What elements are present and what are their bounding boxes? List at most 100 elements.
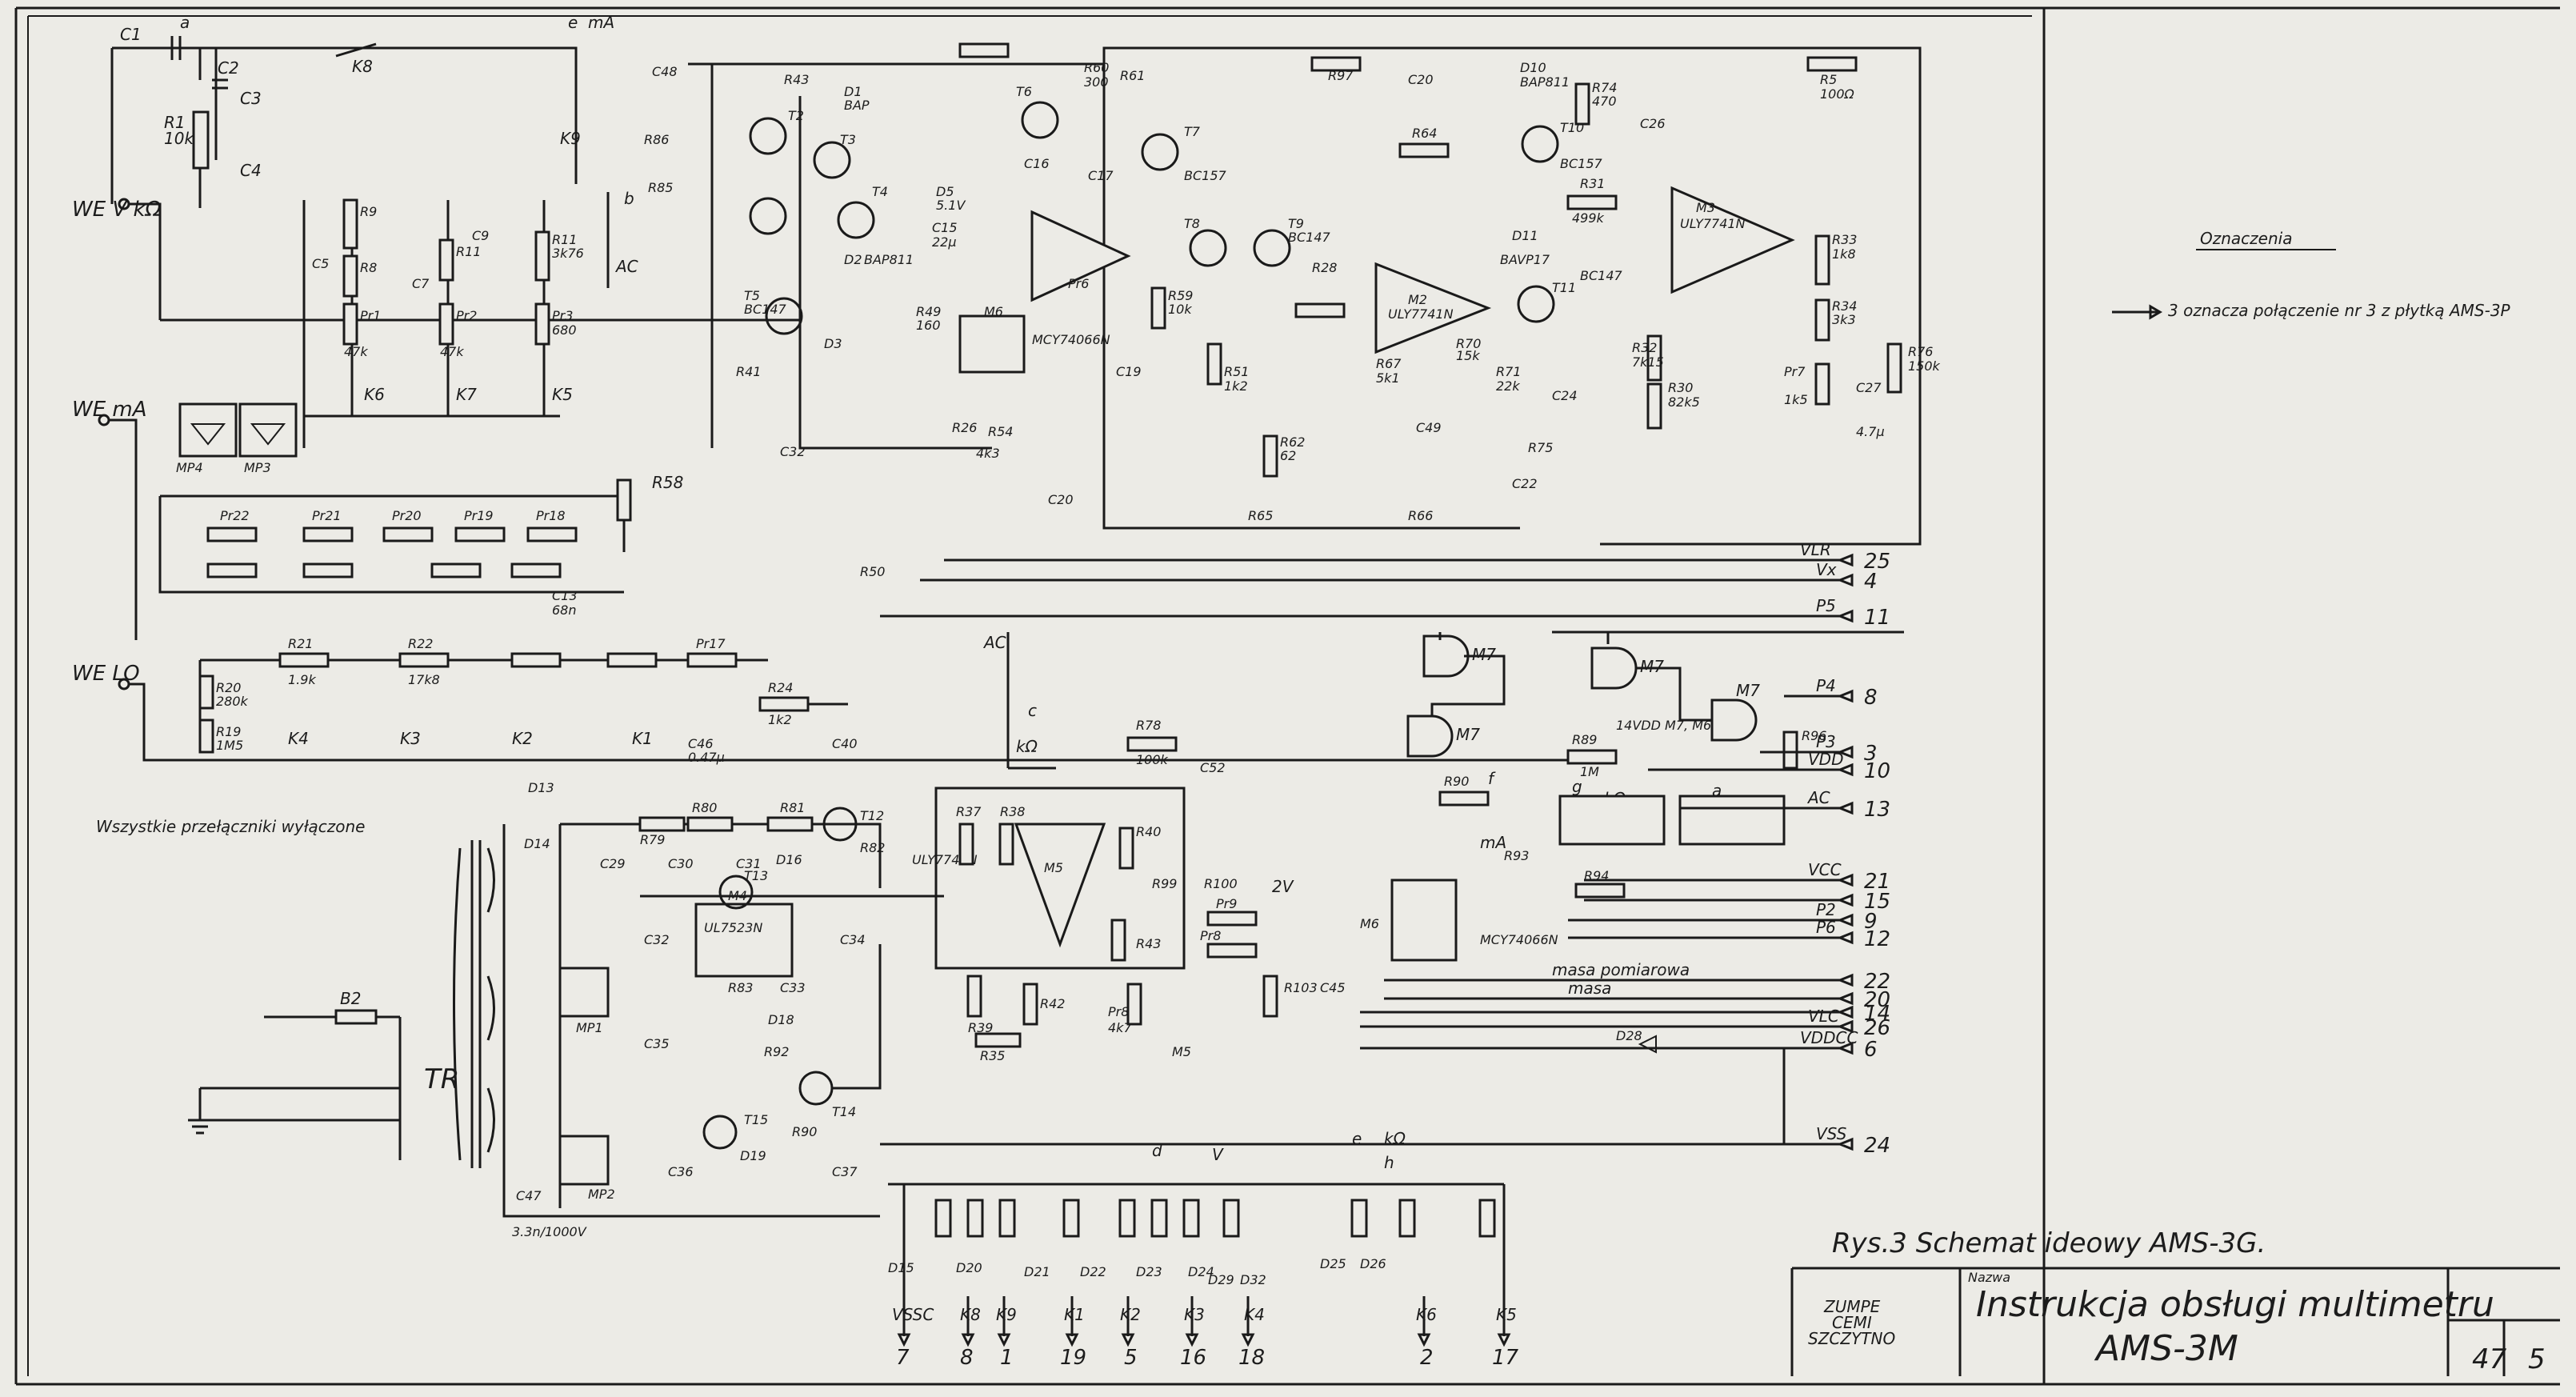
k9-ref: K9 — [560, 129, 581, 148]
t9-ref: T9 — [1288, 216, 1304, 231]
label-switch-a: a — [180, 13, 190, 32]
pot-pr8 — [1126, 983, 1142, 1026]
right-connector: VLR 25 Vx 4 P5 11 P4 8 P3 3 VDD 10 AC 13… — [880, 540, 1890, 1158]
r76-ref: R76 — [1908, 344, 1933, 359]
opamp-m5 — [1014, 823, 1106, 948]
d5-ref: D5 — [936, 184, 954, 199]
mp3-ref: MP4 — [176, 460, 203, 475]
k2-ref: K2 — [512, 729, 533, 748]
resistor-r9 — [438, 238, 454, 282]
label-ma-top: mA — [588, 13, 614, 32]
resistor-r5 — [1806, 56, 1858, 72]
bnet-k4: K4 — [1244, 1305, 1265, 1324]
resistor-r33-low — [974, 1032, 1022, 1048]
r8-ref: R9 — [360, 204, 377, 219]
r92-ref: R86 — [644, 132, 669, 147]
resistor-r7 — [342, 254, 358, 298]
r78-ref: R78 — [1136, 718, 1161, 733]
pot-pr19 — [302, 526, 354, 542]
resistor-r100 — [1262, 975, 1278, 1018]
r61-value: 62 — [1280, 448, 1296, 463]
gate-m7-c — [1590, 646, 1638, 690]
pin-12: 12 — [1864, 927, 1890, 951]
c46-ref: C46 — [688, 736, 714, 751]
r31-value: 7k15 — [1632, 354, 1664, 370]
label-switch-e2: e — [1352, 1129, 1362, 1148]
r97-ref: R99 — [1152, 876, 1177, 891]
bnet-k2: K2 — [1120, 1305, 1141, 1324]
r84-ref: R85 — [648, 180, 673, 195]
m6-lower-part: MCY74066N — [1480, 932, 1558, 947]
resistor-r31 — [1646, 334, 1662, 382]
k3-ref: K3 — [400, 729, 421, 748]
bridge-mp3 — [178, 402, 238, 458]
c45-ref: C45 — [1320, 980, 1346, 995]
bpin-5: 5 — [1124, 1346, 1138, 1370]
company-line-3: SZCZYTNO — [1808, 1329, 1895, 1348]
pot-pr1 — [342, 302, 358, 346]
resistor-r40 — [1118, 827, 1134, 870]
c47-value: 3.3n/1000V — [512, 1224, 587, 1239]
pin-14: 14 — [1864, 1002, 1890, 1026]
r30-ref: R30 — [1668, 380, 1693, 395]
resistor-r30 — [1646, 382, 1662, 430]
opamp-m3 — [1670, 186, 1795, 294]
resistor-r74 — [1574, 82, 1590, 126]
m4-ref: M4 — [728, 888, 747, 903]
divider-ladder-2: R20 280k R19 1M5 R21 1.9k R22 17k8 Pr17 … — [96, 636, 858, 836]
t14-ref: T14 — [832, 1104, 856, 1119]
label-ac-mid: AC — [982, 633, 1006, 652]
t13-ref: T13 — [744, 868, 768, 883]
r82-ref: R82 — [860, 840, 885, 855]
resistor-shunt-1 — [206, 562, 258, 578]
bpin-18: 18 — [1238, 1346, 1265, 1370]
gate-m7-d — [1710, 698, 1758, 742]
t3-ref: T3 — [840, 132, 856, 147]
label-ma-mid: mA — [1480, 833, 1506, 852]
net-ac: AC — [1806, 788, 1830, 807]
transistor-t7 — [1141, 133, 1179, 171]
net-vdd: VDD — [1808, 750, 1843, 769]
r22-value: 17k8 — [408, 672, 440, 687]
pr20-ref: Pr22 — [220, 508, 250, 523]
r32-ref: R33 — [1832, 232, 1857, 247]
c2-ref: C2 — [218, 58, 239, 78]
bnet-k5: K5 — [1496, 1305, 1517, 1324]
pr1-value: 47k — [344, 344, 368, 359]
c34-ref: C32 — [644, 932, 670, 947]
r7-ref: R8 — [360, 260, 377, 275]
pot-pr16 — [526, 526, 578, 542]
c22-ref: C20 — [1408, 72, 1434, 87]
r78-value: 100k — [1136, 752, 1169, 767]
r42-ref: R43 — [1136, 936, 1161, 951]
mode-switch-area: AC e mA a b c AC kΩ R78 100k C52 R50 — [180, 13, 1226, 775]
power-supply: TR B2 MP1 MP2 M4 UL7523N T12 T13 T14 T15… — [188, 800, 944, 1239]
relay-coil-k6 — [1398, 1199, 1416, 1238]
net-p4: P4 — [1816, 676, 1836, 695]
c40-ref: C36 — [668, 1164, 694, 1179]
pin-9: 9 — [1864, 910, 1878, 934]
net-vx: Vx — [1816, 560, 1837, 579]
m3-part: ULY7741N — [1680, 216, 1746, 231]
bridge-mp1 — [558, 967, 610, 1018]
r43-ref: R58 — [652, 473, 683, 492]
pr8-value: 4k7 — [1108, 1020, 1132, 1035]
r67-ref: R67 — [1376, 356, 1402, 371]
r31-ref: R32 — [1632, 340, 1657, 355]
supply-2v-label: 2V — [1272, 877, 1294, 896]
mp1-ref: MP1 — [576, 1020, 603, 1035]
r74-ref: R74 — [1592, 80, 1617, 95]
t11-part: BC147 — [1580, 268, 1623, 283]
r30-value: 82k5 — [1668, 394, 1700, 410]
d14-ref: D14 — [524, 836, 550, 851]
c49-ref: C48 — [652, 64, 678, 79]
r1-ref: R1 — [164, 113, 186, 132]
sheet-number: 47 — [2472, 1343, 2507, 1375]
resistor-r63 — [1398, 142, 1450, 158]
r50-ref: R51 — [1224, 364, 1249, 379]
bridge-mp3-mp4: MP4 MP3 — [176, 402, 298, 475]
r54-value: 160 — [916, 318, 941, 333]
r22-ref: R22 — [408, 636, 433, 651]
c36-ref: C34 — [840, 932, 866, 947]
c15-value: 22μ — [932, 234, 957, 250]
